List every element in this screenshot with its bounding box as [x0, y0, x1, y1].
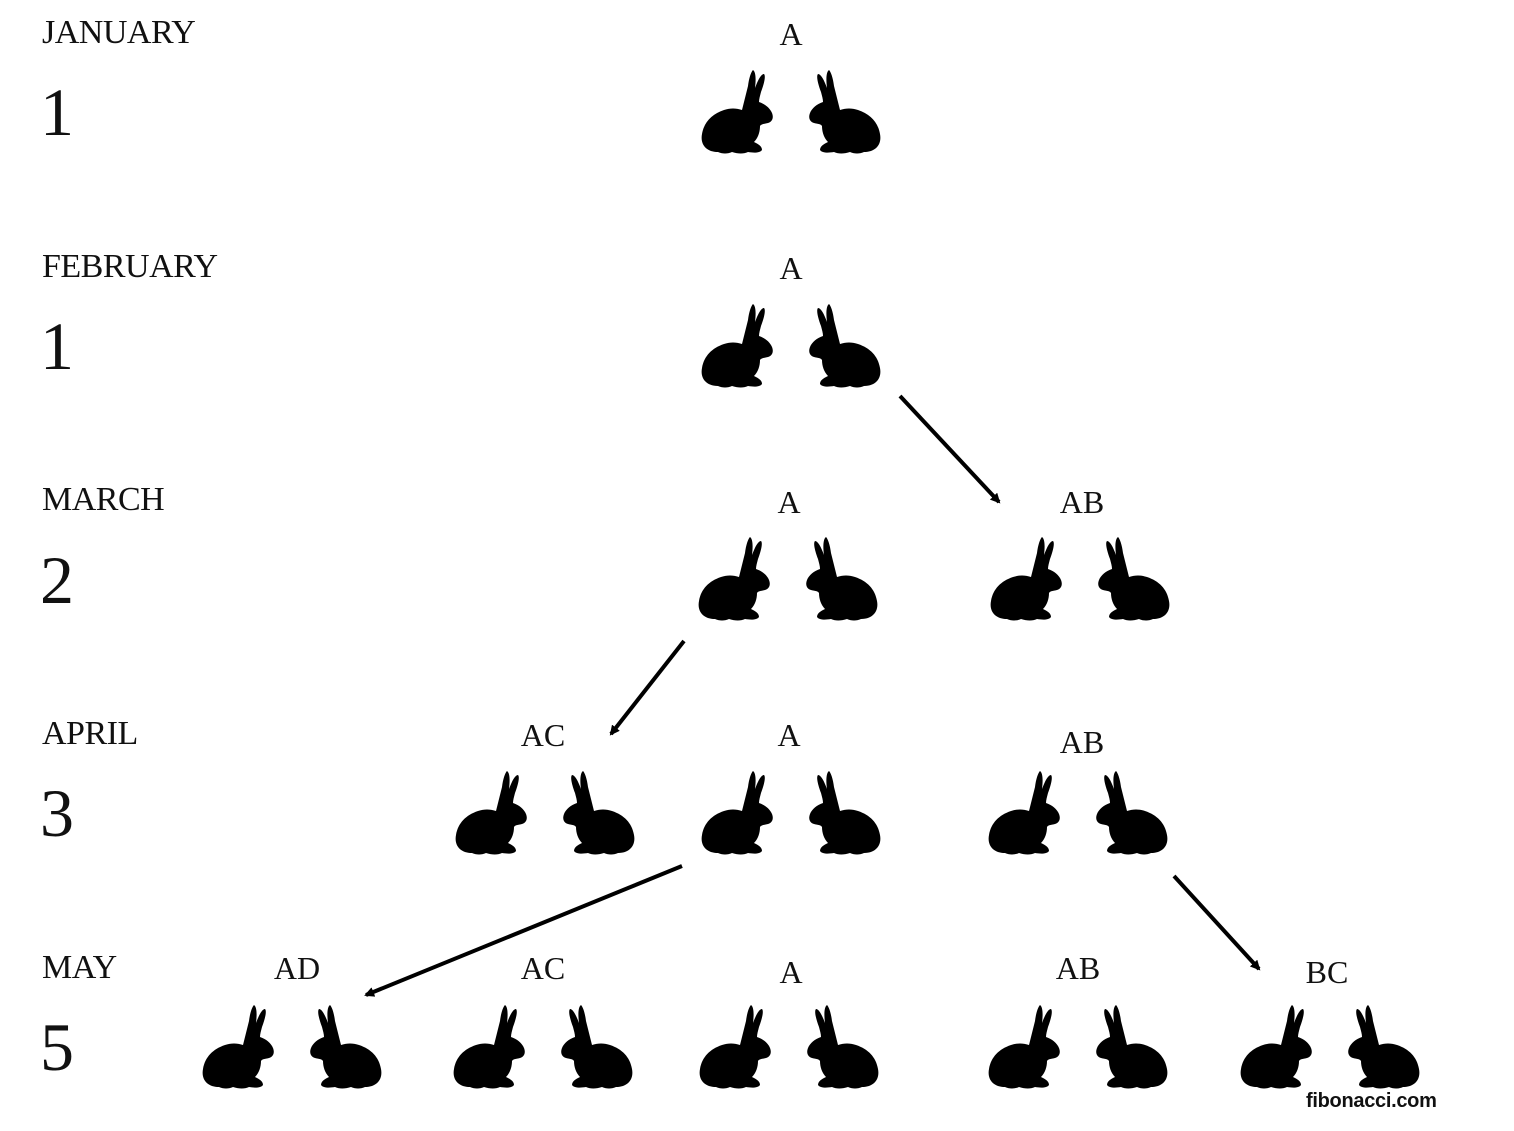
rabbit-icon: [809, 771, 881, 855]
arrow-apr-ab-to-may-bc: [1172, 874, 1261, 971]
rabbit-icon: [561, 1005, 633, 1089]
count-march: 2: [40, 542, 74, 618]
rabbit-icon: [701, 70, 773, 154]
rabbit-pair-may-bc: [1240, 1005, 1420, 1089]
rabbit-pair-jan-a: [701, 70, 881, 154]
rabbit-icon: [1348, 1005, 1420, 1089]
rabbit-pair-may-ab: [988, 1005, 1168, 1089]
rabbit-icon: [701, 771, 773, 855]
pair-label-may-ac: AC: [520, 950, 566, 986]
month-label-february: FEBRUARY: [42, 248, 218, 285]
rabbit-pair-may-ac: [453, 1005, 633, 1089]
month-label-january: JANUARY: [42, 14, 196, 51]
arrow-mar-a-to-apr-ac: [609, 639, 686, 736]
pair-label-apr-a: A: [777, 717, 801, 753]
month-label-march: MARCH: [42, 481, 165, 518]
rabbit-icon: [698, 537, 770, 621]
arrow-apr-a-to-may-ad: [364, 864, 683, 997]
pair-label-apr-ab: AB: [1059, 724, 1105, 760]
rabbit-icon: [701, 304, 773, 388]
rabbit-icon: [455, 771, 527, 855]
rabbit-pair-apr-a: [701, 771, 881, 855]
count-april: 3: [40, 775, 74, 851]
rabbit-pair-apr-ab: [988, 771, 1168, 855]
pair-label-jan-a: A: [779, 16, 803, 52]
rabbit-icon: [1240, 1005, 1312, 1089]
count-february: 1: [40, 308, 74, 384]
pair-label-mar-ab: AB: [1059, 484, 1105, 520]
rabbit-pair-may-ad: [202, 1005, 382, 1089]
rabbit-icon: [990, 537, 1062, 621]
rabbit-icon: [202, 1005, 274, 1089]
month-label-may: MAY: [42, 949, 117, 986]
count-january: 1: [40, 74, 74, 150]
rabbit-icon: [310, 1005, 382, 1089]
rabbit-icon: [699, 1005, 771, 1089]
rabbit-pair-feb-a: [701, 304, 881, 388]
rabbit-pair-mar-a: [698, 537, 878, 621]
count-may: 5: [40, 1009, 74, 1085]
pair-label-may-a: A: [779, 954, 803, 990]
rabbit-pair-apr-ac: [455, 771, 635, 855]
rabbit-icon: [809, 304, 881, 388]
rabbit-icon: [1096, 1005, 1168, 1089]
pair-label-may-bc: BC: [1305, 954, 1349, 990]
rabbit-icon: [1098, 537, 1170, 621]
rabbit-icon: [563, 771, 635, 855]
rabbit-icon: [988, 1005, 1060, 1089]
rabbit-icon: [807, 1005, 879, 1089]
rabbit-icon: [988, 771, 1060, 855]
rabbit-icon: [453, 1005, 525, 1089]
rabbit-pair-may-a: [699, 1005, 879, 1089]
pair-label-mar-a: A: [777, 484, 801, 520]
rabbit-icon: [1096, 771, 1168, 855]
pair-label-apr-ac: AC: [520, 717, 566, 753]
pair-label-may-ad: AD: [273, 950, 321, 986]
rabbit-icon: [806, 537, 878, 621]
pair-label-feb-a: A: [779, 250, 803, 286]
rabbit-icon: [809, 70, 881, 154]
month-label-april: APRIL: [42, 715, 138, 752]
rabbit-pair-mar-ab: [990, 537, 1170, 621]
arrow-feb-a-to-mar-ab: [898, 394, 1001, 504]
pair-label-may-ab: AB: [1055, 950, 1101, 986]
watermark: fibonacci.com: [1306, 1090, 1437, 1112]
